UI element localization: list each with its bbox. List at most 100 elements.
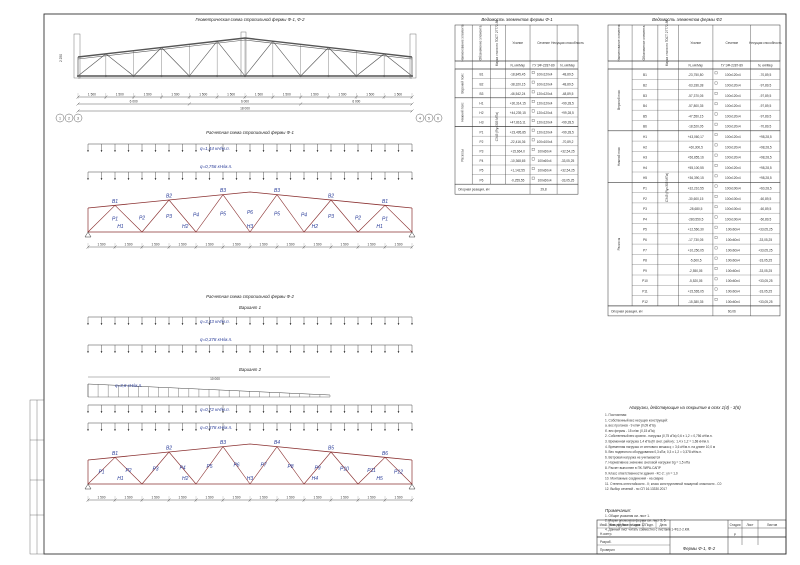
load-arrowhead [100, 351, 103, 353]
web-diagonal [87, 457, 116, 485]
f1-top-chord-label: B1 [382, 199, 388, 205]
axis-label: 5 [428, 116, 430, 120]
load-arrowhead [181, 351, 184, 353]
load-arrowhead [411, 323, 413, 325]
web-diagonal [357, 457, 386, 485]
load-arrowhead [181, 178, 184, 180]
f2-cell-section: 100х120х4 [725, 114, 741, 118]
f2-variant-2-label: Вариант 2 [239, 367, 262, 372]
load-arrowhead [87, 178, 89, 180]
load-arrowhead [154, 150, 157, 152]
f2-unit-cell: N, кН/Мкр [688, 64, 703, 68]
stamp-col-header: Изм. [600, 523, 607, 527]
dimension-label: 1 500 [206, 496, 214, 500]
dimension-label: 1 500 [88, 93, 96, 97]
f1-cell-force: +30,314,15 [510, 102, 526, 106]
notes-remarks-title: Примечания: [605, 508, 632, 513]
load-arrowhead [235, 351, 238, 353]
load-arrowhead [384, 178, 386, 180]
f2-top-chord-label: B6 [382, 451, 388, 457]
dimension-label: 1 500 [283, 93, 291, 97]
f1-header-cell: Сечение [537, 41, 550, 45]
bottom-node [355, 74, 358, 78]
load-arrowhead [127, 411, 130, 413]
web-diagonal [114, 457, 143, 485]
load-arrowhead [289, 351, 292, 353]
load-arrowhead [276, 429, 278, 431]
load-arrowhead [276, 323, 278, 325]
f2-cell-force: -15,380,35 [688, 300, 703, 304]
f1-cell-element: P4 [479, 159, 483, 163]
load-arrowhead [168, 351, 170, 353]
load-arrowhead [249, 178, 251, 180]
tube-section-icon [531, 119, 535, 122]
dimension-label: 1 500 [287, 243, 295, 247]
web-diagonal [303, 199, 332, 233]
load-arrowhead [114, 351, 116, 353]
load-arrowhead [397, 178, 400, 180]
notes-lines: 1. Постоянная:1. Собственный вес несущих… [605, 413, 722, 491]
load-arrowhead [100, 429, 103, 431]
f2-diagonal-label: P8 [287, 464, 293, 470]
f1-diagonal-label: P2 [355, 215, 361, 221]
f2-cell-section: 100х60х4 [726, 290, 740, 294]
f2-cell-element: P2 [643, 197, 647, 201]
f1-steel-grade: С345 (Ry=305 МПа) [495, 112, 499, 141]
tube-section-icon [714, 184, 718, 188]
main-scheme-title: Геометрическая схема стропильной фермы Ф… [196, 17, 306, 22]
web-diagonal [244, 40, 274, 77]
f2-diagonal-label: P2 [125, 468, 131, 474]
f1-header-cell: Несущая способность [551, 41, 584, 45]
f2-top-chord-label: B2 [166, 446, 172, 452]
notes-line: 12. Выбор сечений - по СП 16.13330.2017 [605, 487, 667, 491]
web-diagonal [383, 53, 413, 77]
dimension-label: 1 500 [144, 93, 152, 97]
f2-cell-section: 100х120х4 [725, 94, 741, 98]
load-arrowhead [316, 411, 319, 413]
f2-cell-force: -5,600,5 [690, 259, 702, 263]
load-arrowhead [343, 411, 346, 413]
f1-cell-force: -18,845,45 [510, 73, 525, 77]
f1-cell-force: -46,542,24 [510, 92, 525, 96]
tube-section-icon [714, 164, 718, 167]
load-arrowhead [235, 150, 238, 152]
load-arrowhead [330, 323, 332, 325]
f1-cell-section: 120х120х4 [537, 130, 553, 134]
support-node-right [409, 33, 417, 79]
web-diagonal [168, 451, 197, 485]
dimension-label: 6 000 [130, 100, 138, 104]
stamp-col-header: Подп. [645, 523, 654, 527]
load-arrowhead [289, 429, 292, 431]
f1-bottom-chord-label: H2 [312, 224, 319, 230]
load-arrowhead [181, 411, 184, 413]
f1-diagonal-label: P3 [328, 214, 334, 220]
dimension-label: 1 500 [395, 243, 403, 247]
tube-section-icon [531, 90, 535, 94]
f1-cell-capacity: +32,54,25 [560, 150, 574, 154]
load-arrowhead [262, 429, 265, 431]
load-arrowhead [343, 351, 346, 353]
f2-cell-force: +55,100,55 [688, 166, 704, 170]
f2-cell-element: H5 [643, 176, 647, 180]
web-diagonal [133, 47, 162, 77]
f2-cell-capacity: -33,05,25 [759, 238, 773, 242]
remarks-line: 3. Узлы фермы см. лист 12. [605, 523, 646, 527]
f2-header-cell: Марка стали по ГОСТ 27772-88 [665, 19, 669, 66]
f1-cell-force: +44,239,15 [510, 111, 526, 115]
load-arrowhead [154, 351, 157, 353]
load-arrowhead [168, 150, 170, 152]
f1-cell-section: 100х120х4 [537, 73, 553, 77]
load-arrowhead [249, 411, 251, 413]
load-arrowhead [330, 178, 332, 180]
f2-cell-capacity: +98,28,5 [759, 145, 772, 149]
f2-cell-force: +32,210,55 [688, 187, 704, 191]
f1-cell-element: H2 [479, 111, 483, 115]
f1-cell-section: 100х100х4 [537, 140, 553, 144]
f2-v1-q-bottom: q=0,378 кН/м.п. [200, 337, 232, 342]
load-arrowhead [222, 150, 224, 152]
f1-unit-cell: N, кН/Мкр [510, 64, 525, 68]
table-f1-title: Ведомость элементов фермы Ф-1 [481, 17, 553, 22]
